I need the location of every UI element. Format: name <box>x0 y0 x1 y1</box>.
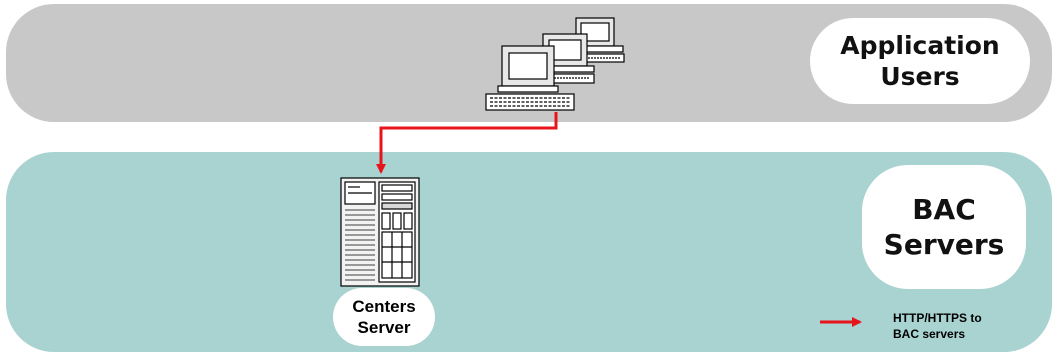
workstation-cluster-icon <box>485 17 625 111</box>
bac-servers-label: BAC Servers <box>862 165 1026 289</box>
server-tower-icon <box>340 177 420 287</box>
centers-server-label: Centers Server <box>333 288 435 346</box>
workstation-icon <box>485 45 575 111</box>
application-users-label: Application Users <box>810 18 1030 104</box>
legend-label: HTTP/HTTPS to BAC servers <box>893 311 982 341</box>
workstation-icon <box>531 33 595 84</box>
http-connection-arrow <box>376 112 558 174</box>
